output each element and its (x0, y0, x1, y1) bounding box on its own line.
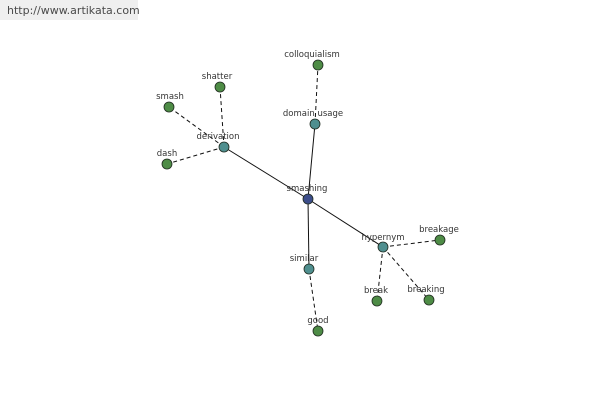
node-smash[interactable]: smash (156, 92, 184, 113)
source-url-text[interactable]: http://www.artikata.com (7, 4, 140, 17)
nodes-layer: smashing derivation domain usage similar hyp… (156, 50, 459, 337)
node-label-smash: smash (156, 92, 184, 102)
node-circle-smashing[interactable] (302, 193, 314, 205)
node-circle-derivation[interactable] (218, 141, 230, 153)
edge-derivation-to-shatter (219, 86, 225, 148)
node-label-break: break (364, 286, 388, 296)
node-label-smashing: smashing (287, 184, 328, 194)
node-label-similar: similar (290, 254, 319, 264)
node-circle-similar[interactable] (303, 263, 315, 275)
node-breaking[interactable]: breaking (407, 285, 445, 306)
node-derivation[interactable]: derivation (196, 132, 240, 153)
edge-smashing-to-derivation (223, 146, 309, 200)
edge-smashing-to-domain-usage (307, 123, 316, 200)
node-label-derivation: derivation (196, 132, 239, 142)
edges-layer (166, 64, 441, 332)
node-break[interactable]: break (364, 286, 388, 307)
edge-derivation-to-dash (166, 146, 225, 165)
node-colloquialism[interactable]: colloquialism (284, 50, 340, 71)
node-label-shatter: shatter (202, 72, 233, 82)
node-similar[interactable]: similar (290, 254, 319, 275)
edge-hypernym-to-breakage (382, 239, 441, 248)
edge-derivation-to-smash (168, 106, 225, 148)
node-label-hypernym: hypernym (361, 233, 404, 243)
node-circle-breaking[interactable] (423, 294, 435, 306)
node-smashing[interactable]: smashing (287, 184, 328, 205)
node-label-breaking: breaking (407, 285, 444, 295)
node-breakage[interactable]: breakage (419, 225, 459, 246)
source-url-banner[interactable]: http://www.artikata.com (0, 0, 140, 20)
node-circle-hypernym[interactable] (377, 241, 389, 253)
node-circle-shatter[interactable] (214, 81, 226, 93)
node-good[interactable]: good (307, 316, 329, 337)
node-circle-dash[interactable] (161, 158, 173, 170)
node-circle-break[interactable] (371, 295, 383, 307)
node-label-breakage: breakage (419, 225, 459, 235)
node-domain-usage[interactable]: domain usage (283, 109, 343, 130)
edge-hypernym-to-break (376, 246, 384, 302)
node-circle-colloquialism[interactable] (312, 59, 324, 71)
node-label-dash: dash (157, 149, 177, 159)
node-label-domain-usage: domain usage (283, 109, 343, 119)
edge-similar-to-good (308, 268, 319, 332)
node-shatter[interactable]: shatter (202, 72, 233, 93)
node-hypernym[interactable]: hypernym (361, 233, 405, 253)
node-circle-smash[interactable] (163, 101, 175, 113)
edge-hypernym-to-breaking (382, 246, 430, 301)
node-circle-breakage[interactable] (434, 234, 446, 246)
edge-smashing-to-hypernym (307, 198, 384, 248)
node-label-good: good (307, 316, 328, 326)
node-label-colloquialism: colloquialism (284, 50, 340, 60)
node-circle-domain-usage[interactable] (309, 118, 321, 130)
node-circle-good[interactable] (312, 325, 324, 337)
edge-smashing-to-similar (307, 198, 310, 270)
edge-domain-usage-to-colloquialism (314, 64, 319, 125)
node-dash[interactable]: dash (157, 149, 177, 170)
